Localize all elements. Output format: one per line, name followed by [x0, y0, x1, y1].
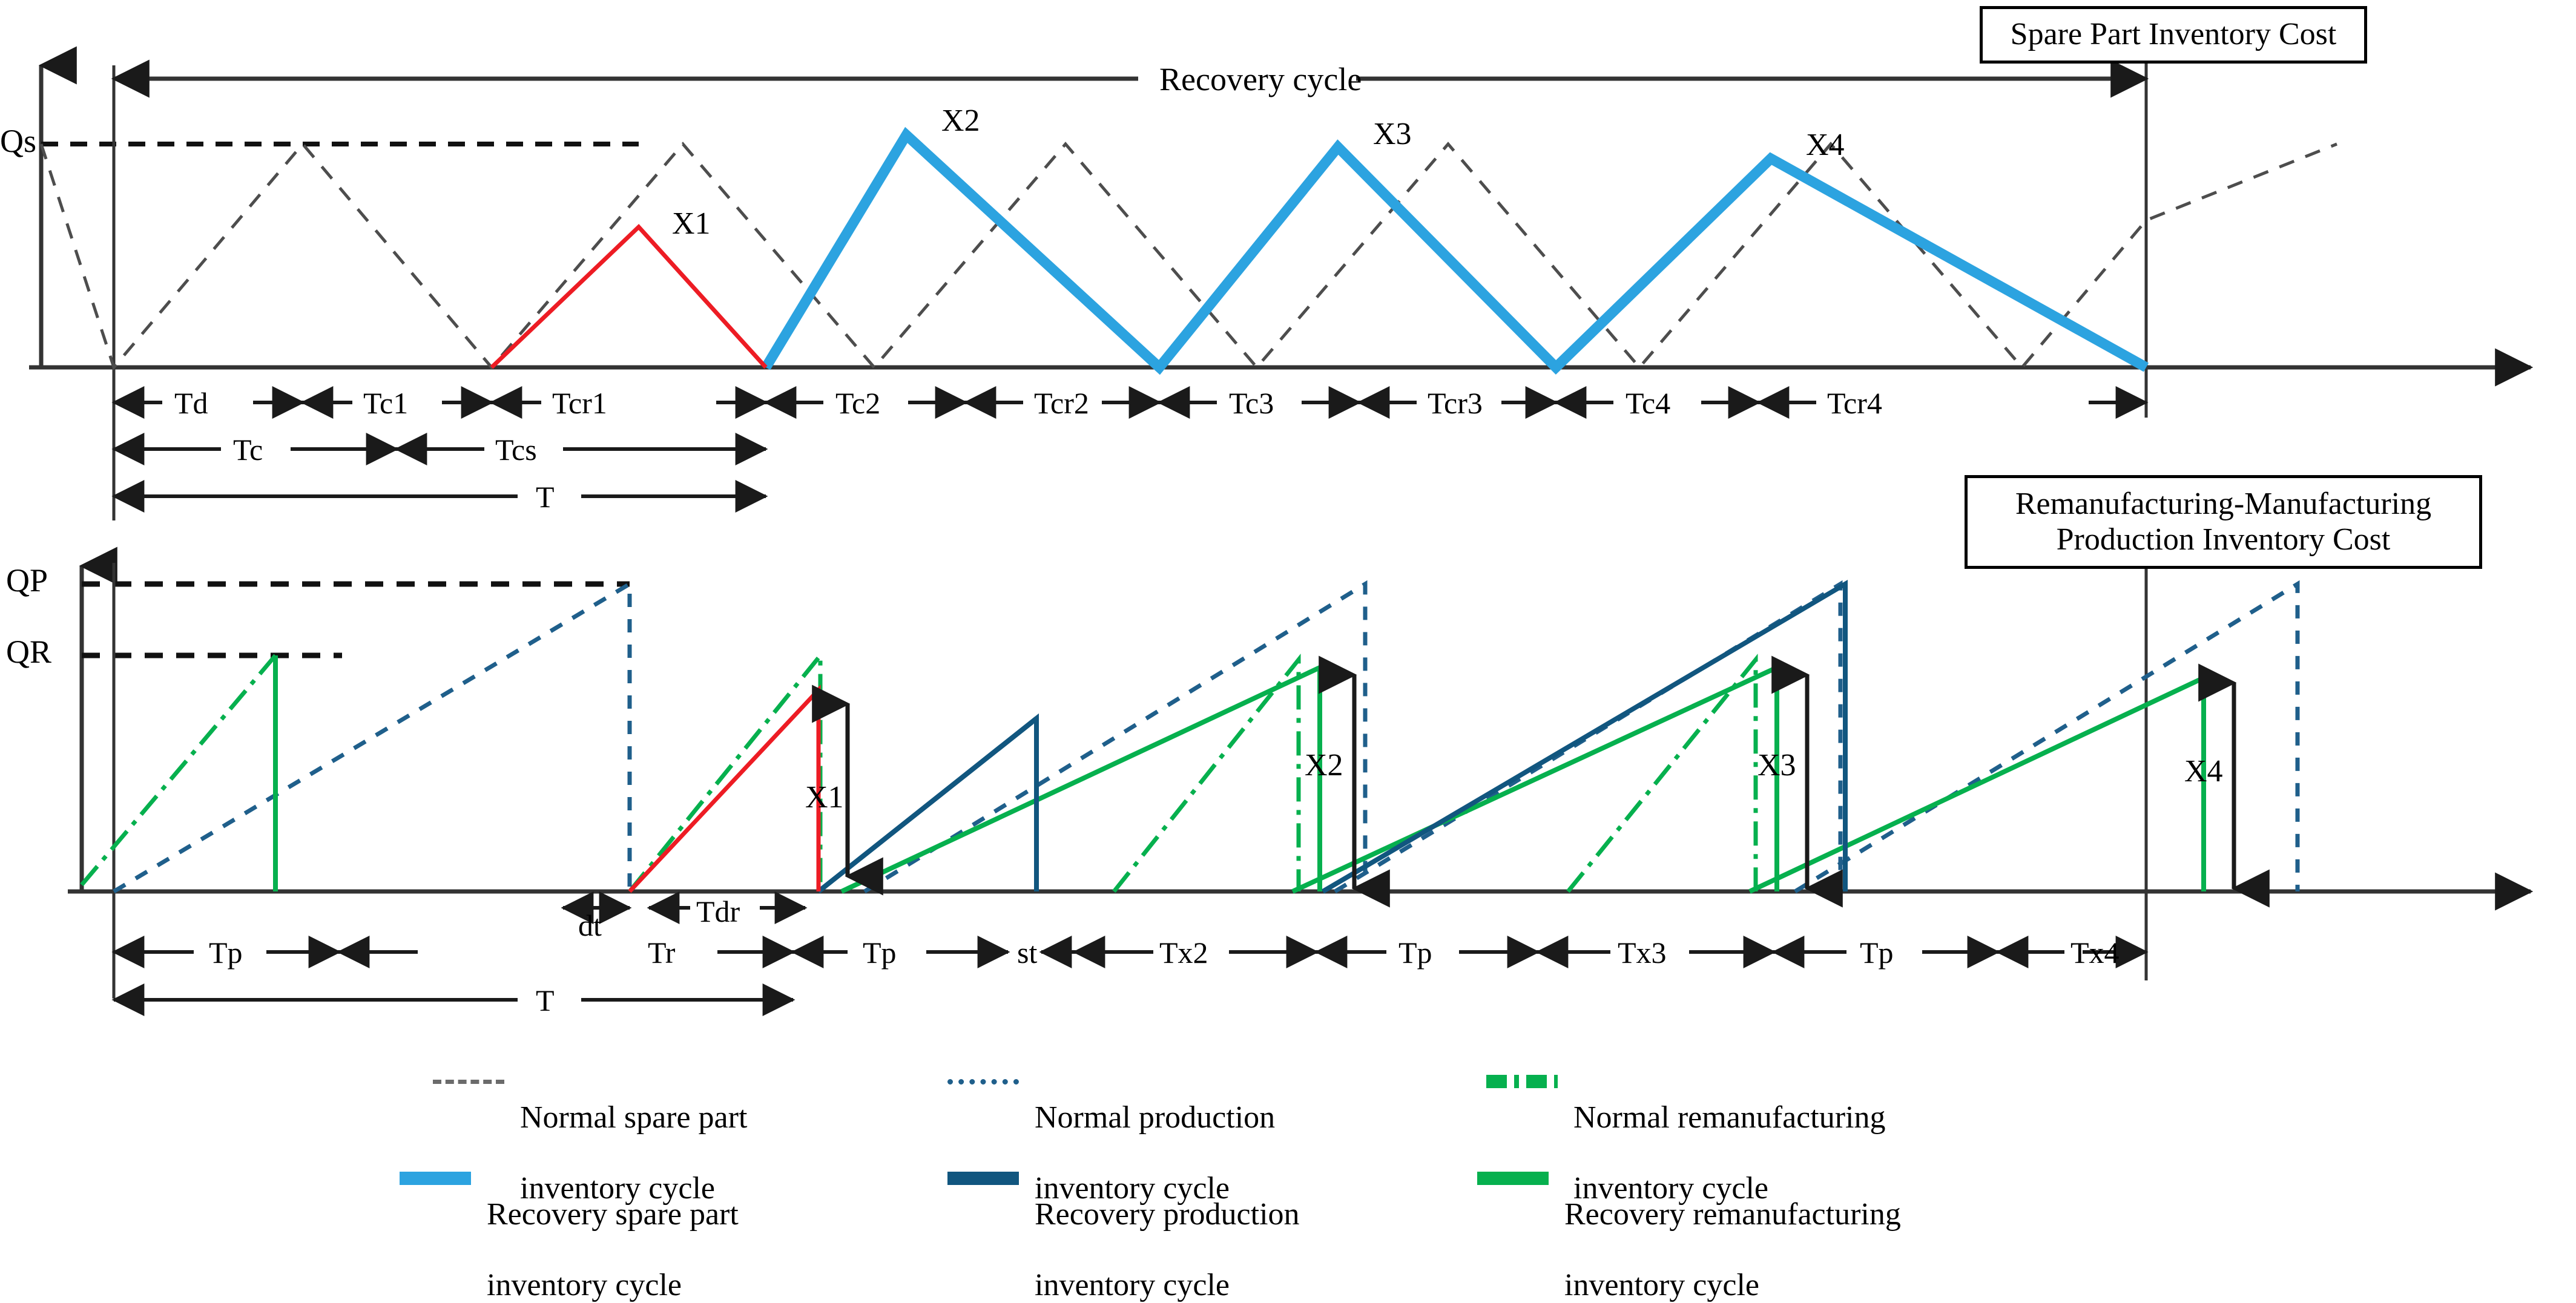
figure-canvas: Spare Part Inventory Cost Remanufacturin…: [0, 6, 2576, 1302]
recovery-cycle-label: Recovery cycle: [1159, 61, 1362, 97]
legend-label-recovery-remanufacturing-l1: Recovery remanufacturing: [1564, 1197, 1901, 1232]
bottom-gap-arrows: [812, 655, 2270, 908]
recovery-remanufacturing-line-icon: [1477, 1172, 1549, 1185]
top-peak-label-x2: X2: [941, 103, 980, 138]
legend: Normal spare part inventory cycle Normal…: [0, 1065, 2576, 1302]
legend-item-recovery-spare-part: Recovery spare part inventory cycle: [400, 1162, 739, 1303]
bottom-dim-tp4: Tp: [1860, 936, 1894, 970]
normal-production-cycle: [113, 580, 2300, 894]
legend-label-recovery-production-l1: Recovery production: [1035, 1197, 1300, 1232]
top-dim-tcr4: Tcr4: [1827, 386, 1882, 420]
normal-production-line-icon: [947, 1079, 1019, 1085]
top-dim-tcr1: Tcr1: [552, 386, 607, 420]
legend-item-recovery-remanufacturing: Recovery remanufacturing inventory cycle: [1477, 1162, 1901, 1303]
bottom-dim-tx3: Tx3: [1618, 936, 1667, 970]
production-inventory-cost-title-line1: Remanufacturing-Manufacturing: [2015, 487, 2432, 522]
top-dim-tc: Tc: [233, 433, 263, 467]
normal-spare-part-line-icon: [433, 1080, 504, 1084]
legend-item-normal-production: Normal production inventory cycle: [947, 1065, 1275, 1206]
legend-label-normal-spare-part-l1: Normal spare part: [520, 1100, 748, 1135]
spare-part-inventory-cost-title: Spare Part Inventory Cost: [2010, 17, 2337, 52]
legend-label-recovery-spare-part-l2: inventory cycle: [487, 1267, 682, 1302]
bottom-dim-dt: dt: [578, 908, 602, 942]
top-dim-tcs: Tcs: [495, 433, 537, 467]
recovery-spare-part-line-icon: [400, 1172, 471, 1185]
x1-red-triangle: [490, 223, 768, 369]
bottom-dim-tx4: Tx4: [2070, 936, 2120, 970]
bottom-reference-lines: [112, 545, 2148, 999]
recovery-spare-part-cycle: [490, 126, 2149, 375]
top-dim-tc3: Tc3: [1229, 386, 1274, 420]
top-chart-axes: [29, 46, 2534, 387]
top-dim-tc1: Tc1: [363, 386, 409, 420]
legend-label-normal-remanufacturing-l2: inventory cycle: [1573, 1170, 1768, 1206]
spare-part-inventory-cost-box: Spare Part Inventory Cost: [1980, 6, 2367, 64]
production-inventory-cost-box: Remanufacturing-Manufacturing Production…: [1965, 475, 2482, 569]
top-dim-tc4: Tc4: [1626, 386, 1671, 420]
top-dim-tcr2: Tcr2: [1034, 386, 1089, 420]
legend-label-normal-production-l2: inventory cycle: [1035, 1170, 1230, 1206]
recovery-remanufacturing-cycle: [273, 655, 2206, 894]
top-peak-label-x3: X3: [1373, 117, 1412, 151]
legend-item-recovery-production: Recovery production inventory cycle: [947, 1162, 1300, 1303]
bottom-peak-label-x4: X4: [2184, 754, 2223, 789]
bottom-dim-tdr: Tdr: [696, 894, 740, 928]
diagram-svg: [29, 36, 2534, 1016]
qs-axis-label: Qs: [0, 123, 37, 159]
production-inventory-cost-title-line2: Production Inventory Cost: [2056, 522, 2391, 557]
top-dim-tcr3: Tcr3: [1428, 386, 1483, 420]
x1-red-ramp-bottom: [628, 684, 821, 893]
bottom-dim-tp1: Tp: [209, 936, 243, 970]
legend-label-normal-spare-part-l2: inventory cycle: [520, 1170, 715, 1206]
bottom-peak-label-x2: X2: [1305, 748, 1343, 783]
recovery-production-ramps: [817, 711, 1036, 891]
qr-axis-label: QR: [6, 634, 52, 670]
legend-label-recovery-production-l2: inventory cycle: [1035, 1267, 1230, 1302]
bottom-dim-tp2: Tp: [863, 936, 897, 970]
bottom-peak-label-x3: X3: [1757, 748, 1796, 783]
bottom-peak-label-x1: X1: [805, 780, 844, 815]
top-dim-td: Td: [174, 386, 208, 420]
top-dim-tc2: Tc2: [835, 386, 881, 420]
bottom-dim-tx2: Tx2: [1159, 936, 1208, 970]
normal-spare-part-cycle: [39, 142, 2337, 371]
top-peak-label-x4: X4: [1806, 128, 1845, 162]
legend-label-normal-remanufacturing-l1: Normal remanufacturing: [1573, 1100, 1886, 1135]
bottom-dim-t: T: [536, 983, 555, 1017]
top-peak-label-x1: X1: [672, 206, 711, 241]
legend-label-recovery-remanufacturing-l2: inventory cycle: [1564, 1267, 1759, 1302]
bottom-dim-st: st: [1017, 936, 1038, 970]
legend-label-recovery-spare-part-l1: Recovery spare part: [487, 1197, 739, 1232]
bottom-dim-tr: Tr: [648, 936, 676, 970]
legend-item-normal-spare-part: Normal spare part inventory cycle: [433, 1065, 747, 1206]
recovery-production-line-icon: [947, 1172, 1019, 1185]
legend-item-normal-remanufacturing: Normal remanufacturing inventory cycle: [1486, 1065, 1885, 1206]
normal-remanufacturing-line-icon: [1486, 1075, 1558, 1088]
legend-label-normal-production-l1: Normal production: [1035, 1100, 1276, 1135]
qp-axis-label: QP: [6, 562, 48, 599]
top-dim-t: T: [536, 480, 555, 514]
bottom-dim-tp3: Tp: [1398, 936, 1432, 970]
